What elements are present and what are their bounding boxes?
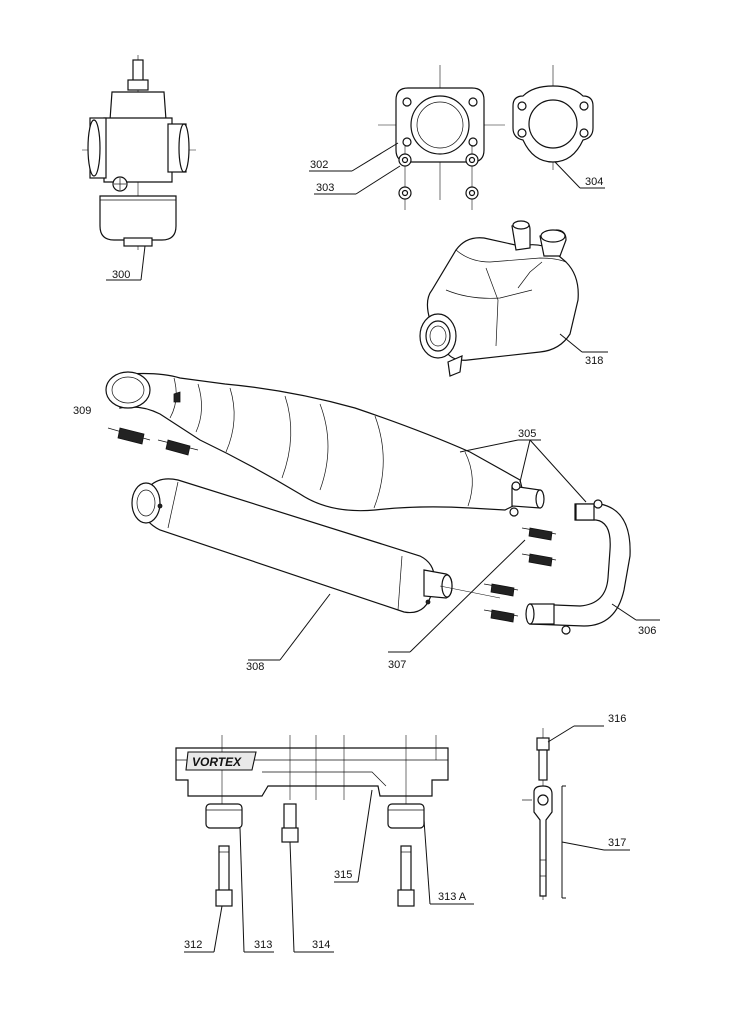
gasket-part <box>512 65 605 189</box>
springs-307-part <box>388 527 557 653</box>
label-304: 304 <box>585 176 603 188</box>
spring-d <box>483 609 519 623</box>
label-303: 303 <box>316 182 334 194</box>
label-317: 317 <box>608 837 626 849</box>
label-313a: 313 A <box>438 891 467 903</box>
intake-flange-part <box>309 65 505 210</box>
label-315: 315 <box>334 869 352 881</box>
spring-a <box>521 527 557 541</box>
carburetor-part <box>82 55 196 281</box>
vortex-logo: VORTEX <box>192 755 242 769</box>
bend-pipe-part <box>525 499 660 635</box>
spacers-bolts-part <box>184 803 474 953</box>
label-305: 305 <box>518 428 536 440</box>
spring-b <box>521 553 557 567</box>
part-number-labels: 300 302 303 304 305 306 307 308 309 312 … <box>73 159 656 951</box>
label-308: 308 <box>246 661 264 673</box>
springs-309-part <box>107 427 199 456</box>
label-314: 314 <box>312 939 330 951</box>
label-318: 318 <box>585 355 603 367</box>
label-312: 312 <box>184 939 202 951</box>
vortex-logo-plate <box>185 751 257 771</box>
label-309: 309 <box>73 405 91 417</box>
silencer-part <box>131 478 501 661</box>
label-316: 316 <box>608 713 626 725</box>
label-307: 307 <box>388 659 406 671</box>
expansion-chamber-part <box>105 371 587 517</box>
mounting-bracket-part: VORTEX <box>175 735 449 883</box>
label-313: 313 <box>254 939 272 951</box>
label-302: 302 <box>310 159 328 171</box>
clamp-part <box>522 725 630 900</box>
spring-c <box>483 583 519 597</box>
label-300: 300 <box>112 269 130 281</box>
airbox-part <box>419 220 608 377</box>
label-306: 306 <box>638 625 656 637</box>
